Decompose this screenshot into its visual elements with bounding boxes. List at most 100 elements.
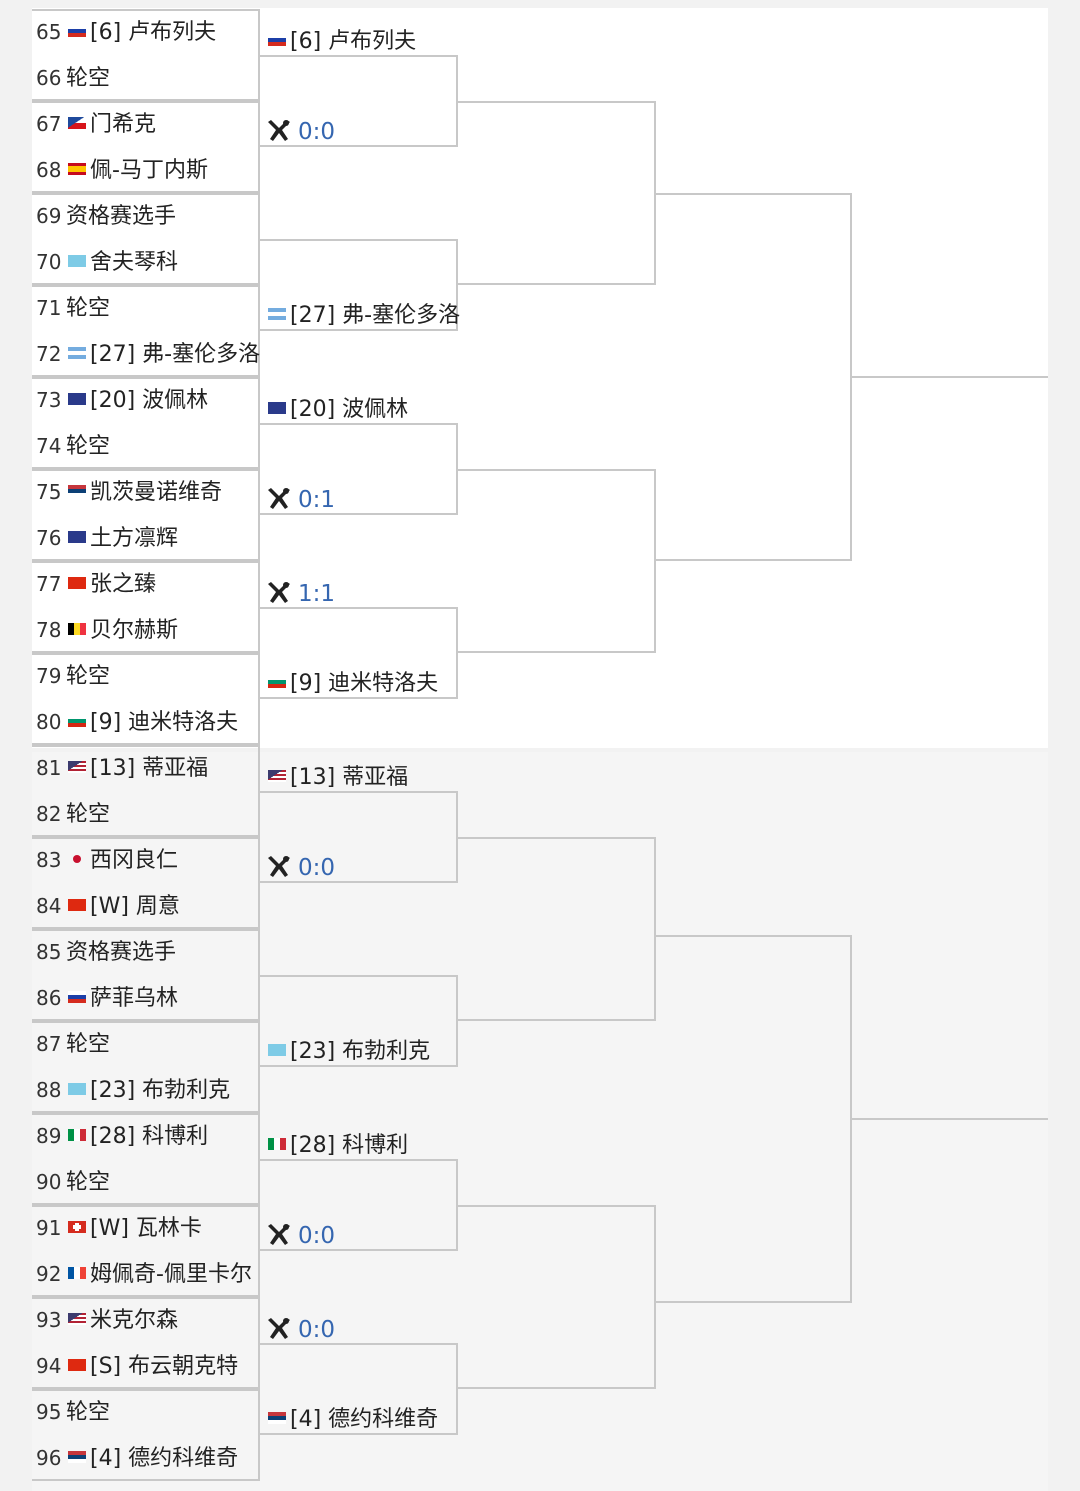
usa-flag-icon	[68, 761, 86, 773]
round2-top-line	[260, 55, 458, 57]
player-name: 资格赛选手	[66, 204, 177, 229]
draw-position: 71	[36, 296, 62, 320]
round2-player[interactable]: [27] 弗-塞伦多洛	[266, 301, 460, 331]
player-entry[interactable]: 65[6] 卢布列夫	[36, 17, 216, 47]
player-name: [27] 弗-塞伦多洛	[290, 303, 461, 328]
match-score[interactable]: 0:0	[266, 1221, 335, 1251]
crossed-rackets-icon	[268, 581, 290, 603]
player-entry[interactable]: 96[4] 德约科维奇	[36, 1443, 238, 1473]
player-name: 门希克	[90, 112, 157, 137]
match-score[interactable]: 0:0	[266, 1315, 335, 1345]
round4-side-line	[850, 193, 852, 561]
score-value: 0:0	[298, 1223, 336, 1249]
round2-player[interactable]: [13] 蒂亚福	[266, 763, 408, 793]
player-entry[interactable]: 91[W] 瓦林卡	[36, 1213, 202, 1243]
round2-player[interactable]: [23] 布勃利克	[266, 1037, 430, 1067]
round2-bottom-line	[260, 881, 458, 883]
round2-top-line	[260, 975, 458, 977]
kazakhstan-flag-icon	[68, 1083, 86, 1095]
round3-bottom-line	[458, 1019, 656, 1021]
player-entry[interactable]: 84[W] 周意	[36, 891, 180, 921]
draw-position: 76	[36, 526, 62, 550]
round4-side-line	[850, 935, 852, 1303]
player-entry[interactable]: 89[28] 科博利	[36, 1121, 208, 1151]
player-name: 贝尔赫斯	[90, 618, 179, 643]
round2-bottom-line	[260, 145, 458, 147]
player-entry[interactable]: 67 门希克	[36, 109, 156, 139]
round2-player[interactable]: [6] 卢布列夫	[266, 27, 416, 57]
player-entry[interactable]: 73[20] 波佩林	[36, 385, 208, 415]
player-name: 轮空	[66, 802, 111, 827]
round2-player[interactable]: [20] 波佩林	[266, 395, 408, 425]
serbia-flag-icon	[68, 1451, 86, 1463]
player-name: 萨菲乌林	[90, 986, 179, 1011]
score-value: 0:0	[298, 119, 336, 145]
spain-flag-icon	[68, 163, 86, 175]
usa-flag-icon	[68, 1313, 86, 1325]
player-entry[interactable]: 72 [27] 弗-塞伦多洛	[36, 339, 260, 369]
player-name: [20] 波佩林	[90, 388, 209, 413]
match-score[interactable]: 0:0	[266, 117, 335, 147]
player-name: [4] 德约科维奇	[90, 1446, 239, 1471]
player-name: 姆佩奇-佩里卡尔	[90, 1262, 252, 1287]
italy-flag-icon	[68, 1129, 86, 1141]
round3-side-line	[654, 837, 656, 1021]
round2-player[interactable]: [28] 科博利	[266, 1131, 408, 1161]
player-entry[interactable]: 80[9] 迪米特洛夫	[36, 707, 238, 737]
score-value: 0:1	[298, 487, 336, 513]
russia-flag-icon	[68, 991, 86, 1003]
player-name: 佩-马丁内斯	[90, 158, 208, 183]
player-name: [20] 波佩林	[290, 397, 409, 422]
round2-side-line	[456, 55, 458, 147]
russia-flag-icon	[68, 25, 86, 37]
player-name: [W] 瓦林卡	[90, 1216, 202, 1241]
round2-bottom-line	[260, 1433, 458, 1435]
round2-player[interactable]: [4] 德约科维奇	[266, 1405, 438, 1435]
player-name: 凯茨曼诺维奇	[90, 480, 223, 505]
round2-top-line	[260, 423, 458, 425]
draw-position: 87	[36, 1032, 62, 1056]
draw-position: 67	[36, 112, 62, 136]
round2-bottom-line	[260, 1065, 458, 1067]
round2-player[interactable]: [9] 迪米特洛夫	[266, 669, 438, 699]
player-entry[interactable]: 88[23] 布勃利克	[36, 1075, 230, 1105]
draw-position: 82	[36, 802, 62, 826]
czech-flag-icon	[68, 117, 86, 129]
match-score[interactable]: 1:1	[266, 579, 335, 609]
match-score[interactable]: 0:0	[266, 853, 335, 883]
player-entry[interactable]: 94[S] 布云朝克特	[36, 1351, 238, 1381]
player-name: [27] 弗-塞伦多洛	[90, 342, 261, 367]
player-name: [W] 周意	[90, 894, 180, 919]
draw-position: 72	[36, 342, 62, 366]
round3-side-line	[654, 1205, 656, 1389]
match-score[interactable]: 0:1	[266, 485, 335, 515]
draw-position: 66	[36, 66, 62, 90]
round5-line	[852, 376, 1048, 378]
player-name: [4] 德约科维奇	[290, 1407, 439, 1432]
player-name: [S] 布云朝克特	[90, 1354, 239, 1379]
player-entry[interactable]: 81[13] 蒂亚福	[36, 753, 208, 783]
